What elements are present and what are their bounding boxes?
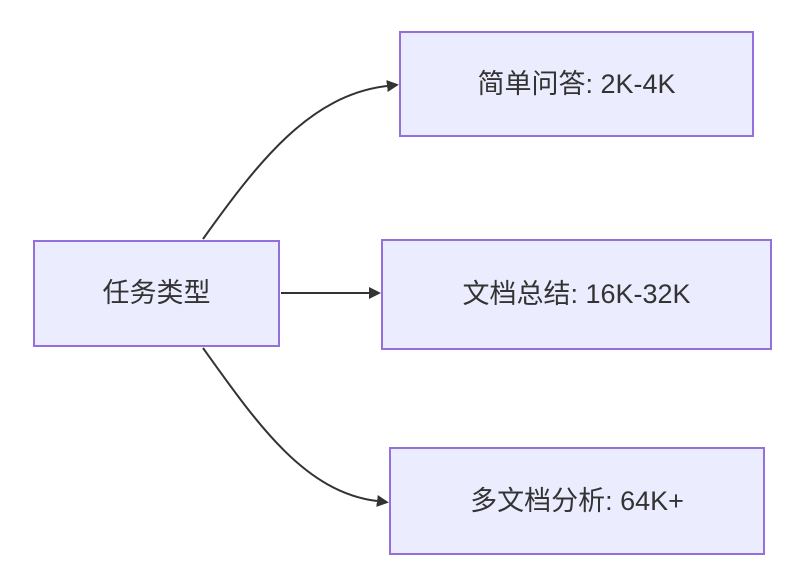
node-simple-qa-label: 简单问答: 2K-4K <box>477 68 676 99</box>
edge-task-type-to-multi-doc <box>202 347 389 507</box>
node-doc-summary-label: 文档总结: 16K-32K <box>462 279 691 310</box>
edge-task-type-to-simple-qa <box>202 80 399 240</box>
node-doc-summary: 文档总结: 16K-32K <box>381 239 772 350</box>
node-multi-doc: 多文档分析: 64K+ <box>389 447 765 555</box>
node-task-type: 任务类型 <box>33 240 280 347</box>
node-task-type-label: 任务类型 <box>102 278 211 309</box>
node-simple-qa: 简单问答: 2K-4K <box>399 31 754 137</box>
node-multi-doc-label: 多文档分析: 64K+ <box>470 485 684 516</box>
